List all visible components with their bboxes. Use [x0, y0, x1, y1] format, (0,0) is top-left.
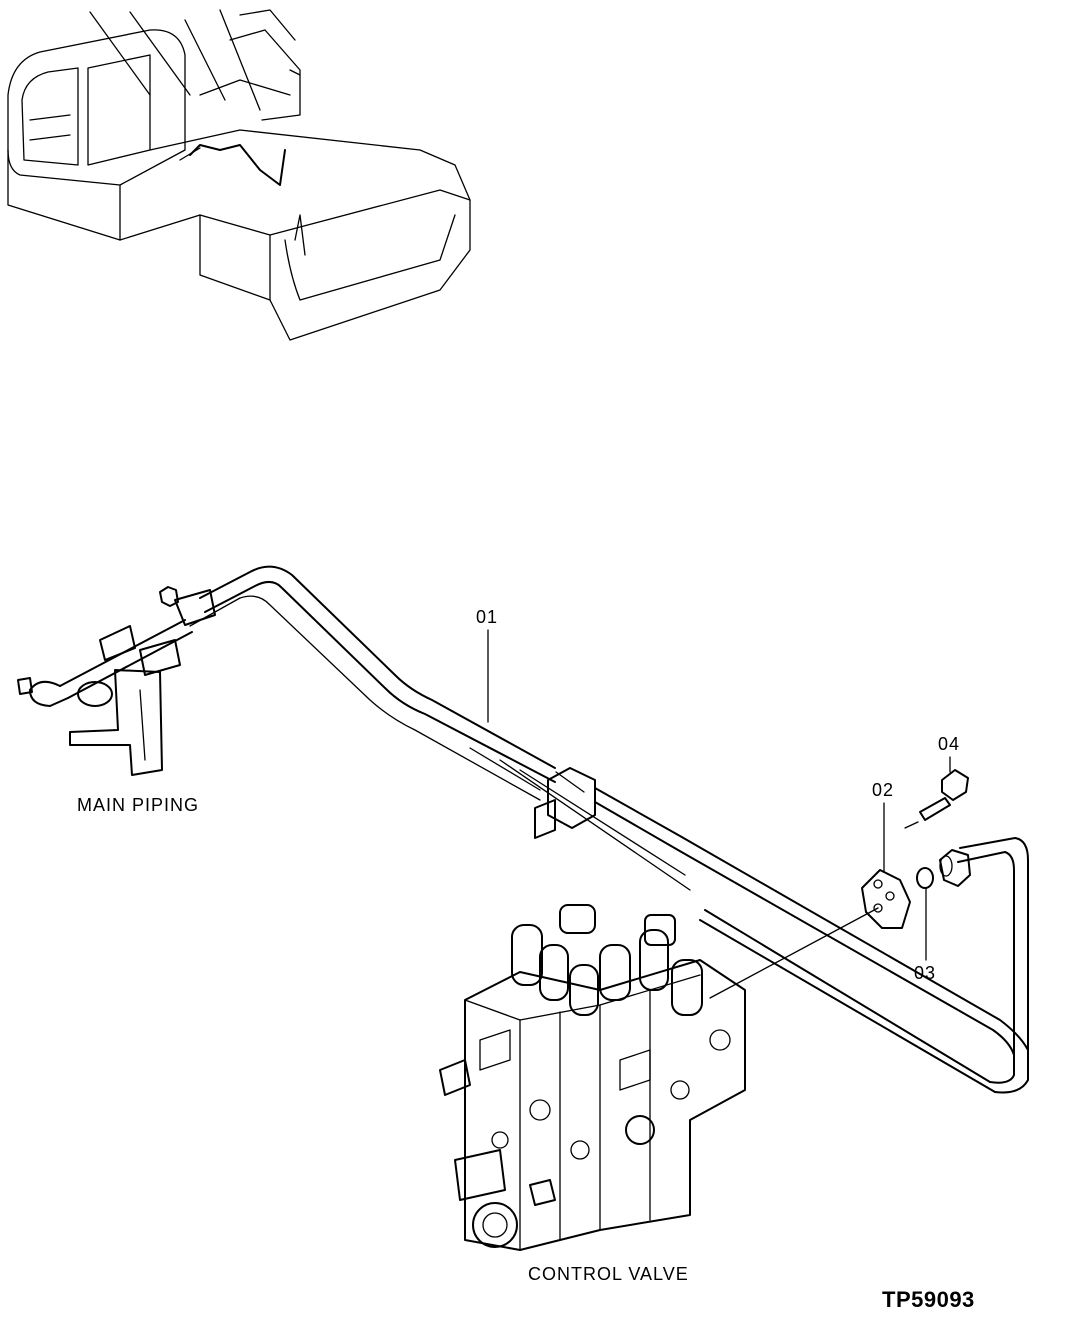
control-valve: [439, 904, 746, 1251]
drawing-code: TP59093: [882, 1287, 975, 1312]
callout-02: 02: [872, 780, 895, 800]
callout-01: 01: [476, 607, 499, 627]
main-piping-assembly: [17, 565, 1029, 1094]
callout-04: 04: [938, 734, 961, 754]
callout-03: 03: [914, 963, 937, 983]
main-piping-label: MAIN PIPING: [77, 795, 200, 815]
fitting-parts: [861, 769, 971, 929]
excavator-overview: [7, 9, 471, 341]
control-valve-label: CONTROL VALVE: [528, 1264, 689, 1284]
leader-lines: [487, 629, 951, 999]
